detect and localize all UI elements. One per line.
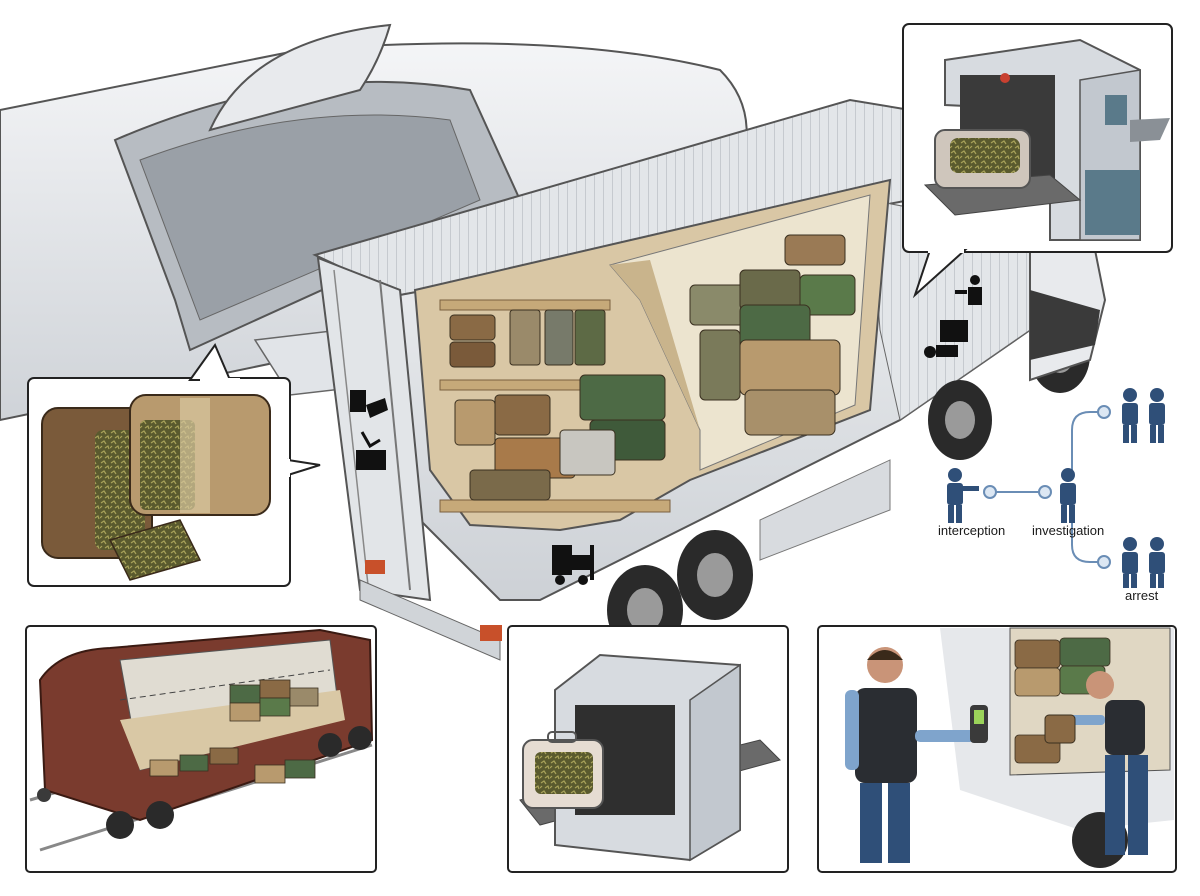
flow-node-branch-top xyxy=(1097,405,1111,419)
flow-label-interception: interception xyxy=(938,523,1005,538)
scanner-officer-icon xyxy=(940,275,982,342)
officer-pointing-icon xyxy=(947,468,979,523)
customs-officer-inspecting xyxy=(1044,671,1148,855)
package-icon xyxy=(356,431,386,470)
officer-with-suspect-icon xyxy=(1122,388,1165,443)
compressed-block-right xyxy=(129,394,271,516)
customs-officer-scanner xyxy=(845,647,988,863)
scanner-callout-top xyxy=(902,23,1173,299)
flow-node-investigation xyxy=(1038,485,1052,499)
handcuff-icon xyxy=(924,345,958,358)
suitcase-on-belt xyxy=(522,731,604,809)
rail-car-panel xyxy=(25,625,377,873)
handover-icon xyxy=(350,390,388,418)
officer-icon xyxy=(1060,468,1076,523)
flow-label-investigation: investigation xyxy=(1032,523,1104,538)
rail-cargo-packages xyxy=(149,679,319,784)
forklift-icon xyxy=(552,545,594,585)
inspection-panel xyxy=(817,625,1177,873)
bag-scanner-panel xyxy=(507,625,789,873)
flow-node-arrest xyxy=(1097,555,1111,569)
arrest-figures-icon xyxy=(1122,537,1165,588)
flow-label-arrest: arrest xyxy=(1125,588,1159,603)
flow-node-interception xyxy=(983,485,997,499)
cargo-packages xyxy=(449,234,856,501)
truck-cutaway xyxy=(312,98,1107,661)
process-flow: interception investigation arrest xyxy=(938,388,1165,603)
suitcase-scanned xyxy=(934,129,1031,189)
package-cross-section-callout xyxy=(27,342,321,587)
